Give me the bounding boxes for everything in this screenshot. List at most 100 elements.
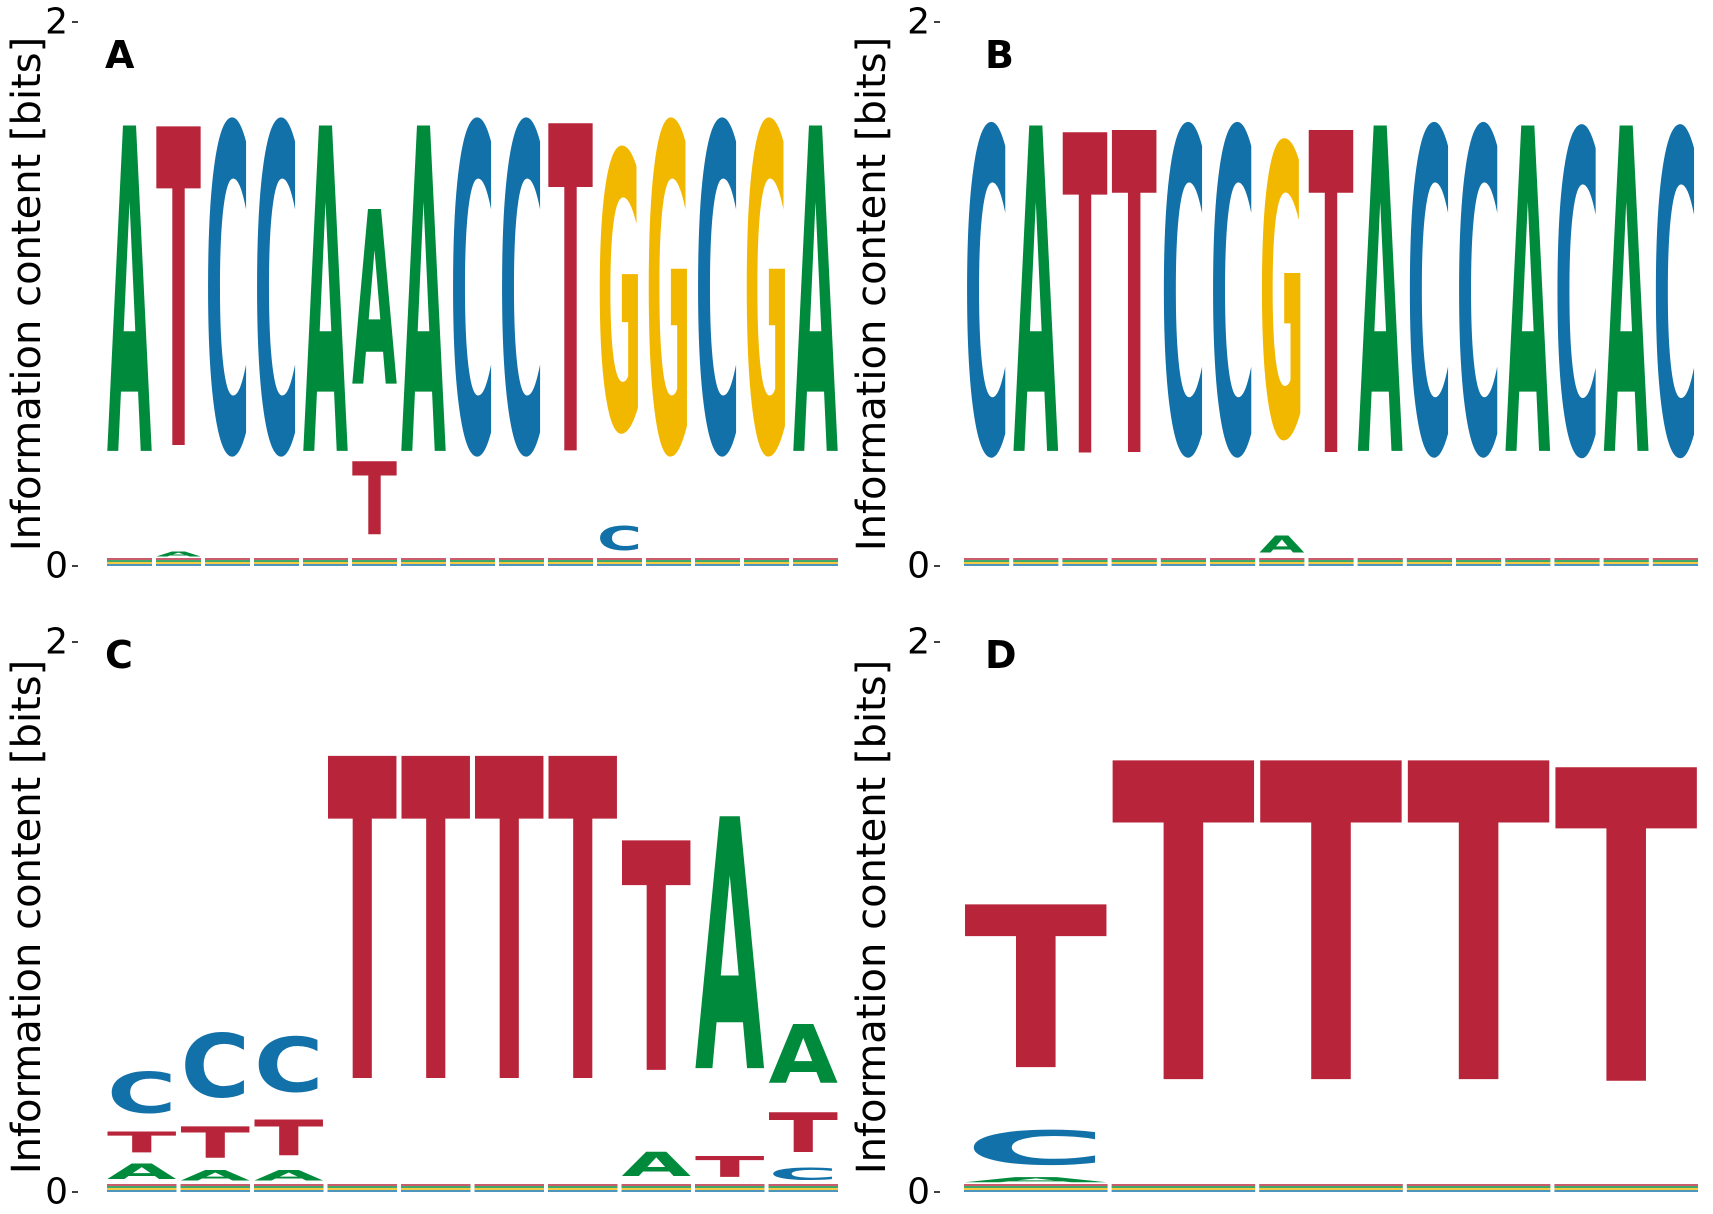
logo-letter-c: C — [964, 40, 1009, 557]
baseline-noise — [1259, 1184, 1403, 1192]
logo-letter-c: C — [254, 1023, 323, 1110]
logo-letter-t: T — [695, 1151, 765, 1184]
logo-letter-t: T — [1554, 682, 1699, 1182]
logo-letter-a: A — [622, 1145, 691, 1183]
baseline-noise — [401, 1184, 471, 1192]
logo-letter-a: A — [1013, 39, 1059, 558]
panel-label: B — [985, 33, 1014, 77]
logo-letter-c: C — [1456, 40, 1501, 557]
baseline-noise — [327, 1184, 397, 1192]
logo-letter-t: T — [328, 667, 398, 1182]
baseline-noise — [352, 558, 397, 566]
logo-letter-c: C — [964, 1121, 1108, 1176]
logo-letter-t: T — [1259, 674, 1404, 1182]
logo-letter-c: C — [499, 34, 544, 557]
baseline-noise — [499, 558, 544, 566]
logo-letter-c: C — [1210, 40, 1255, 557]
logo-letter-a: A — [793, 39, 838, 558]
panel-label: A — [105, 33, 135, 77]
baseline-noise — [180, 1184, 250, 1192]
logo-letter-a: A — [107, 39, 152, 558]
logo-letter-t: T — [964, 861, 1108, 1120]
logo-letter-a: A — [1604, 39, 1650, 558]
logo-letter-t: T — [769, 1102, 839, 1165]
logo-letter-t: T — [107, 1126, 177, 1159]
baseline-noise — [1603, 558, 1649, 566]
baseline-noise — [1308, 558, 1354, 566]
logo-letter-c: C — [181, 1018, 250, 1118]
logo-letter-a: A — [695, 748, 764, 1150]
baseline-noise — [254, 1184, 324, 1192]
y-tick-label: 2 — [45, 622, 68, 663]
baseline-noise — [1210, 558, 1256, 566]
logo-letter-t: T — [352, 441, 397, 558]
baseline-noise — [1160, 558, 1206, 566]
logo-letter-c: C — [205, 34, 250, 557]
logo-letter-t: T — [1062, 46, 1108, 558]
logo-letter-c: C — [695, 34, 740, 557]
baseline-noise — [695, 1184, 765, 1192]
baseline-noise — [964, 1184, 1108, 1192]
baseline-noise — [1554, 558, 1600, 566]
logo-letter-c: C — [450, 34, 495, 557]
logo-letter-t: T — [1112, 674, 1257, 1182]
baseline-noise — [474, 1184, 544, 1192]
y-axis-label: Information content [bits] — [849, 660, 895, 1174]
baseline-noise — [768, 1184, 838, 1192]
baseline-noise — [107, 558, 152, 566]
logo-letter-c: C — [1653, 43, 1698, 557]
baseline-noise — [1456, 558, 1502, 566]
logo-letter-a: A — [769, 1009, 839, 1102]
logo-letter-g: G — [597, 76, 642, 520]
baseline-noise — [1259, 558, 1305, 566]
baseline-noise — [1652, 558, 1698, 566]
baseline-noise — [695, 558, 740, 566]
baseline-noise — [744, 558, 789, 566]
baseline-noise — [793, 558, 838, 566]
y-axis-label: Information content [bits] — [4, 37, 50, 551]
logo-letter-a: A — [964, 1176, 1108, 1184]
logo-letter-t: T — [156, 39, 201, 548]
logo-letter-t: T — [1407, 674, 1552, 1182]
y-tick-label: 2 — [907, 622, 930, 663]
baseline-noise — [1357, 558, 1403, 566]
logo-letter-c: C — [597, 520, 642, 558]
logo-letter-a: A — [303, 39, 348, 558]
logo-letter-t: T — [622, 779, 691, 1145]
logo-letter-a: A — [1358, 39, 1404, 558]
logo-letter-t: T — [254, 1110, 324, 1167]
baseline-noise — [107, 1184, 177, 1192]
baseline-noise — [401, 558, 446, 566]
baseline-noise — [254, 558, 299, 566]
logo-letter-t: T — [475, 667, 545, 1182]
baseline-noise — [1013, 558, 1059, 566]
y-tick-label: 0 — [907, 1172, 930, 1213]
logo-letter-t: T — [1308, 44, 1354, 557]
logo-letter-a: A — [1505, 39, 1551, 558]
baseline-noise — [450, 558, 495, 566]
y-tick-label: 0 — [45, 1172, 68, 1213]
logo-letter-c: C — [254, 34, 299, 557]
baseline-noise — [1062, 558, 1108, 566]
baseline-noise — [1554, 1184, 1698, 1192]
y-axis-label: Information content [bits] — [849, 37, 895, 551]
logo-letter-c: C — [107, 1061, 177, 1126]
y-tick-label: 0 — [45, 546, 68, 587]
y-axis-label: Information content [bits] — [4, 660, 50, 1174]
logo-letter-a: A — [1259, 531, 1305, 558]
logo-letter-c: C — [769, 1165, 838, 1184]
y-tick-label: 2 — [45, 2, 68, 43]
y-tick-label: 0 — [907, 546, 930, 587]
logo-letter-g: G — [744, 35, 789, 557]
logo-letter-g: G — [646, 35, 691, 557]
y-tick-label: 2 — [907, 2, 930, 43]
logo-letter-c: C — [1407, 40, 1452, 557]
logo-letter-t: T — [1112, 44, 1158, 557]
baseline-noise — [1505, 558, 1551, 566]
logo-letter-c: C — [1554, 43, 1599, 557]
logo-letter-a: A — [401, 39, 446, 558]
